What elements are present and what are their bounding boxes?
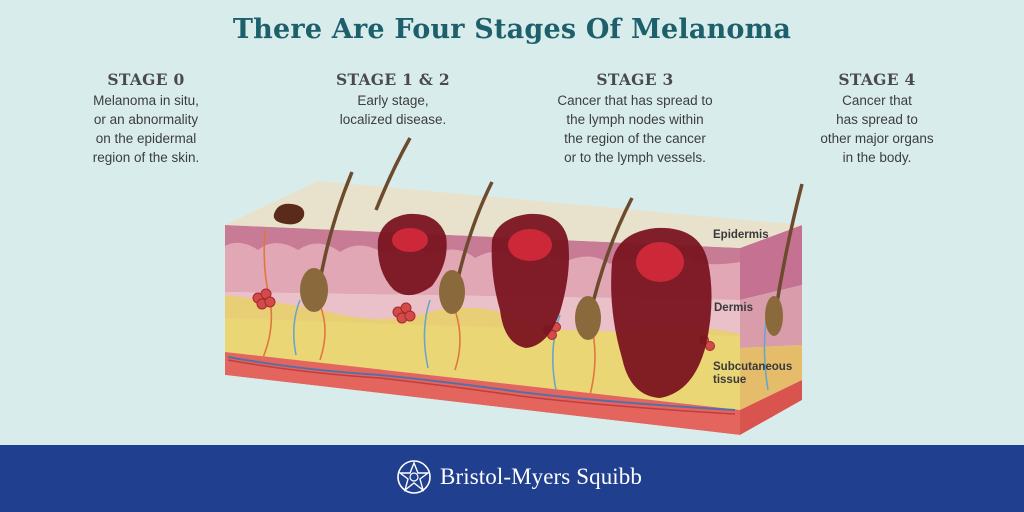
stage-0-description: Melanoma in situ, or an abnormality on t… bbox=[92, 93, 200, 165]
tumor-stage-4-core bbox=[636, 242, 684, 282]
stage-1-2-heading: STAGE 1 & 2 bbox=[335, 70, 450, 89]
page-title: There Are Four Stages Of Melanoma bbox=[232, 14, 792, 45]
skin-cross-section-illustration bbox=[225, 137, 804, 435]
stage-4-description: Cancer that has spread to other major or… bbox=[820, 93, 934, 165]
tumor-stage-4 bbox=[611, 227, 712, 398]
blood-vessel-red bbox=[227, 359, 736, 415]
stage-3-heading: STAGE 3 bbox=[596, 70, 674, 89]
hair-follicles bbox=[300, 137, 804, 340]
hair-bulb-4 bbox=[575, 296, 601, 340]
lymph-node-1-icon bbox=[252, 288, 276, 310]
stage-1-2-description: Early stage, localized disease. bbox=[339, 93, 447, 127]
subcutaneous-layer bbox=[225, 318, 740, 410]
melanoma-tumors bbox=[273, 203, 712, 398]
stage-1-2-caption: STAGE 1 & 2 Early stage, localized disea… bbox=[318, 70, 468, 129]
hair-bulb-1 bbox=[300, 268, 328, 312]
footer-bar bbox=[0, 445, 1024, 512]
bms-star-logo-icon bbox=[397, 460, 431, 494]
hair-shaft-2 bbox=[374, 137, 412, 211]
epidermis-label: Epidermis bbox=[713, 229, 769, 241]
stage-0-heading: STAGE 0 bbox=[107, 70, 185, 89]
side-muscle bbox=[740, 380, 802, 435]
tumor-stage-1-2-core bbox=[392, 228, 428, 252]
brand-logo-lockup: Bristol-Myers Squibb bbox=[396, 459, 642, 495]
stage-0-caption: STAGE 0 Melanoma in situ, or an abnormal… bbox=[76, 70, 216, 167]
dermis-label: Dermis bbox=[714, 302, 753, 314]
stage-3-caption: STAGE 3 Cancer that has spread to the ly… bbox=[540, 70, 730, 167]
stage-4-heading: STAGE 4 bbox=[838, 70, 916, 89]
side-subcutaneous bbox=[740, 345, 802, 410]
brand-name: Bristol-Myers Squibb bbox=[440, 464, 642, 489]
lymph-node-2-icon bbox=[392, 302, 416, 324]
blood-vessel-blue bbox=[227, 356, 736, 411]
epidermis-ridges bbox=[225, 225, 740, 266]
hair-bulb-3 bbox=[439, 270, 465, 314]
tumor-stage-0 bbox=[273, 203, 305, 225]
stage-3-description: Cancer that has spread to the lymph node… bbox=[557, 93, 713, 165]
stage-4-caption: STAGE 4 Cancer that has spread to other … bbox=[800, 70, 954, 167]
nerves-and-capillaries bbox=[261, 229, 771, 396]
subcutaneous-tissue-label: Subcutaneous tissue bbox=[713, 361, 793, 386]
hair-bulb-5 bbox=[765, 296, 783, 336]
tumor-stage-3-core bbox=[508, 229, 552, 261]
